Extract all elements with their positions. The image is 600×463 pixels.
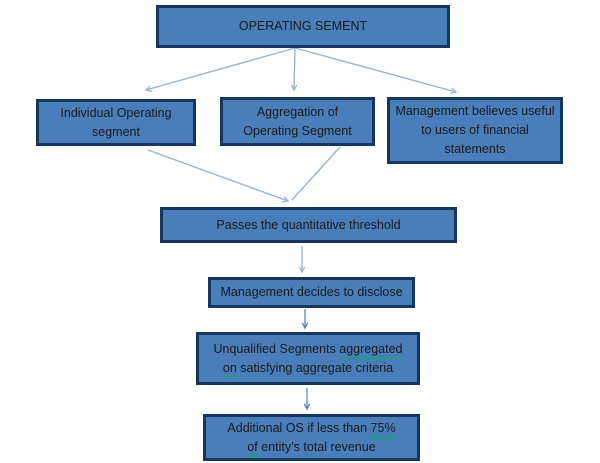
node-label: Management decides to disclose — [220, 285, 403, 299]
node-label-line: Individual Operating — [60, 105, 172, 120]
grammar-flagged-word: of — [247, 439, 258, 454]
node-label: OPERATING SEMENT — [238, 19, 368, 33]
node-passes-quantitative-threshold: Passes the quantitative threshold — [160, 207, 457, 243]
node-individual-operating-segment: Individual Operating segment — [36, 99, 196, 146]
node-label-line: of entity’s total revenue — [247, 438, 375, 457]
node-unqualified-segments-aggregated: Unqualified Segments aggregated on satis… — [196, 332, 420, 385]
grammar-flagged-word: 75% — [370, 420, 396, 435]
node-label-line: Unqualified Segments aggregated — [213, 340, 402, 359]
node-aggregation-of-operating-segment: Aggregation of Operating Segment — [220, 97, 375, 146]
node-label-line: Management believes useful — [395, 104, 555, 118]
node-label-line: segment — [92, 124, 140, 139]
node-label-text: satisfying aggregate criteria — [236, 360, 394, 375]
grammar-flagged-word: aggregated — [339, 341, 403, 356]
node-label-line: on satisfying aggregate criteria — [223, 359, 393, 378]
node-label-text: Additional OS if less than — [227, 420, 371, 435]
node-label-line: Aggregation of — [256, 104, 339, 119]
grammar-flagged-word: on — [222, 360, 237, 375]
node-operating-segment: OPERATING SEMENT — [156, 5, 450, 48]
arrow-aggregation-to-passes — [291, 146, 341, 201]
node-management-decides-to-disclose: Management decides to disclose — [208, 277, 415, 308]
node-additional-os-75-percent: Additional OS if less than 75% of entity… — [203, 414, 420, 461]
node-label-line: statements — [444, 142, 506, 156]
node-label: Passes the quantitative threshold — [216, 217, 401, 232]
node-label-line: Additional OS if less than 75% — [227, 419, 395, 438]
node-label-text: Unqualified Segments — [213, 341, 340, 356]
arrow-title-to-useful — [294, 47, 458, 94]
arrow-title-to-aggregation — [290, 47, 298, 92]
arrow-individual-to-passes — [147, 149, 290, 203]
node-management-believes-useful: Management believes useful to users of f… — [387, 97, 563, 164]
arrow-title-to-individual — [144, 47, 296, 92]
node-label-text: entity’s total revenue — [257, 439, 376, 454]
node-label-line: Operating Segment — [243, 123, 352, 138]
node-label-line: to users of financial — [421, 123, 529, 137]
